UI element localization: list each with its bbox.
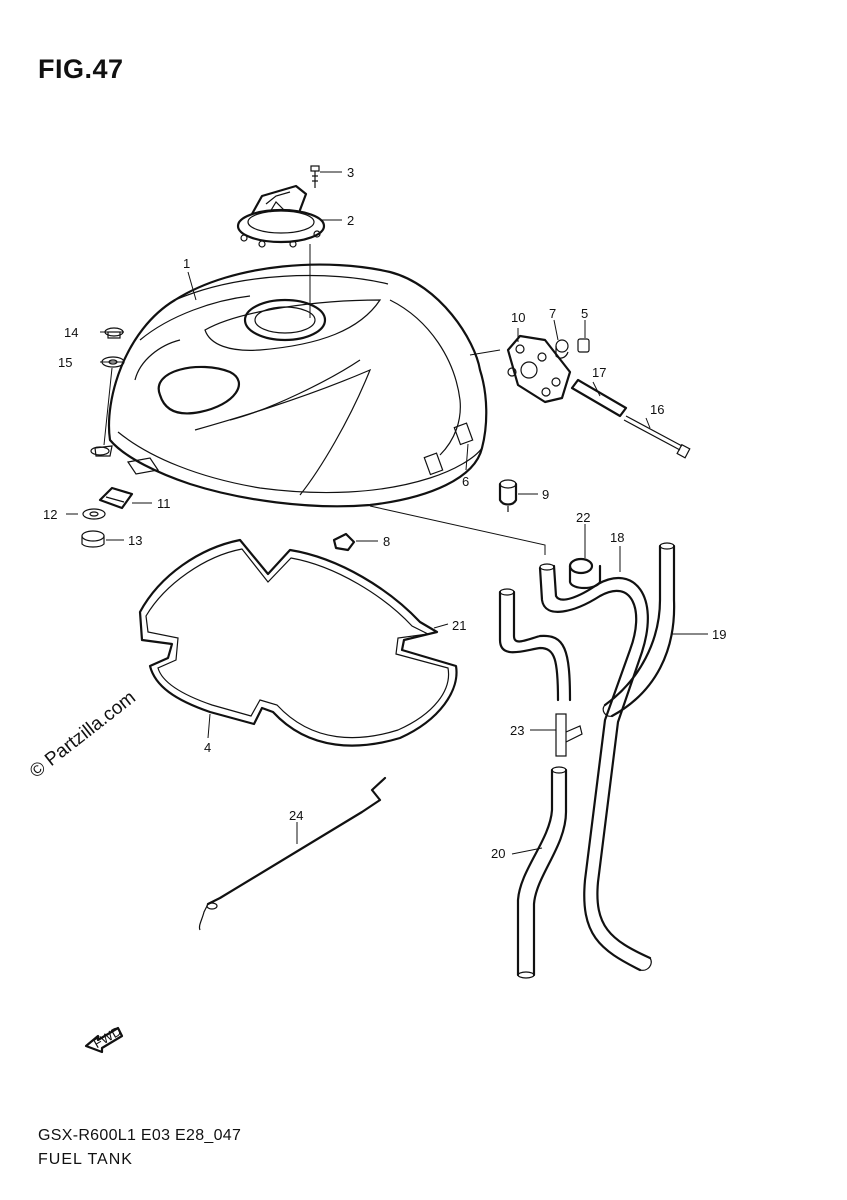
part-12-washer [82, 508, 106, 520]
callout-16: 16 [650, 402, 664, 417]
callout-24: 24 [289, 808, 303, 823]
callout-labels: 3 2 1 14 15 10 7 5 17 16 6 9 11 12 13 8 … [43, 165, 726, 1051]
callout-23: 23 [510, 723, 524, 738]
part-21-seal [138, 538, 458, 747]
callout-12: 12 [43, 507, 57, 522]
callout-13: 13 [128, 533, 142, 548]
tank-mount-washer [90, 446, 110, 456]
part-24-rod [198, 776, 387, 931]
callout-4: 4 [204, 740, 211, 755]
callout-10: 10 [511, 310, 525, 325]
fwd-arrow-icon [84, 1026, 124, 1054]
part-23-joint [498, 588, 583, 757]
callout-11: 11 [157, 496, 171, 511]
part-11-cushion [98, 486, 134, 510]
part-5-bolt [577, 338, 590, 353]
part-13-spacer [81, 530, 105, 548]
callout-21: 21 [452, 618, 466, 633]
fwd-label: FWD [91, 1023, 124, 1051]
part-22-sleeve [568, 557, 602, 590]
part-14-bolt [104, 327, 124, 339]
part-20-hose [516, 766, 568, 979]
callout-18: 18 [610, 530, 624, 545]
part-9-cushion [498, 479, 518, 512]
figure-code: GSX-R600L1 E03 E28_047 [38, 1127, 242, 1144]
callout-19: 19 [712, 627, 726, 642]
callout-15: 15 [58, 355, 72, 370]
part-18-hose [538, 563, 652, 972]
callout-2: 2 [347, 213, 354, 228]
figure-title: FIG.47 [38, 54, 124, 84]
part-17-collar [570, 378, 628, 418]
callout-8: 8 [383, 534, 390, 549]
part-16-bolt [623, 415, 691, 459]
part-3-screw [310, 165, 320, 188]
figure-name: FUEL TANK [38, 1151, 133, 1168]
callout-20: 20 [491, 846, 505, 861]
callout-9: 9 [542, 487, 549, 502]
part-1-fuel-tank [94, 263, 546, 555]
callout-1: 1 [183, 256, 190, 271]
callout-17: 17 [592, 365, 606, 380]
leader-lines [66, 171, 708, 855]
callout-6: 6 [462, 474, 469, 489]
part-7-bushing [555, 339, 569, 359]
part-19-hose [602, 542, 676, 718]
callout-5: 5 [581, 306, 588, 321]
callout-14: 14 [64, 325, 78, 340]
part-8-clip [332, 532, 356, 552]
part-10-bracket [506, 334, 572, 404]
callout-3: 3 [347, 165, 354, 180]
part-2-fuel-cap [236, 184, 326, 318]
callout-7: 7 [549, 306, 556, 321]
callout-22: 22 [576, 510, 590, 525]
